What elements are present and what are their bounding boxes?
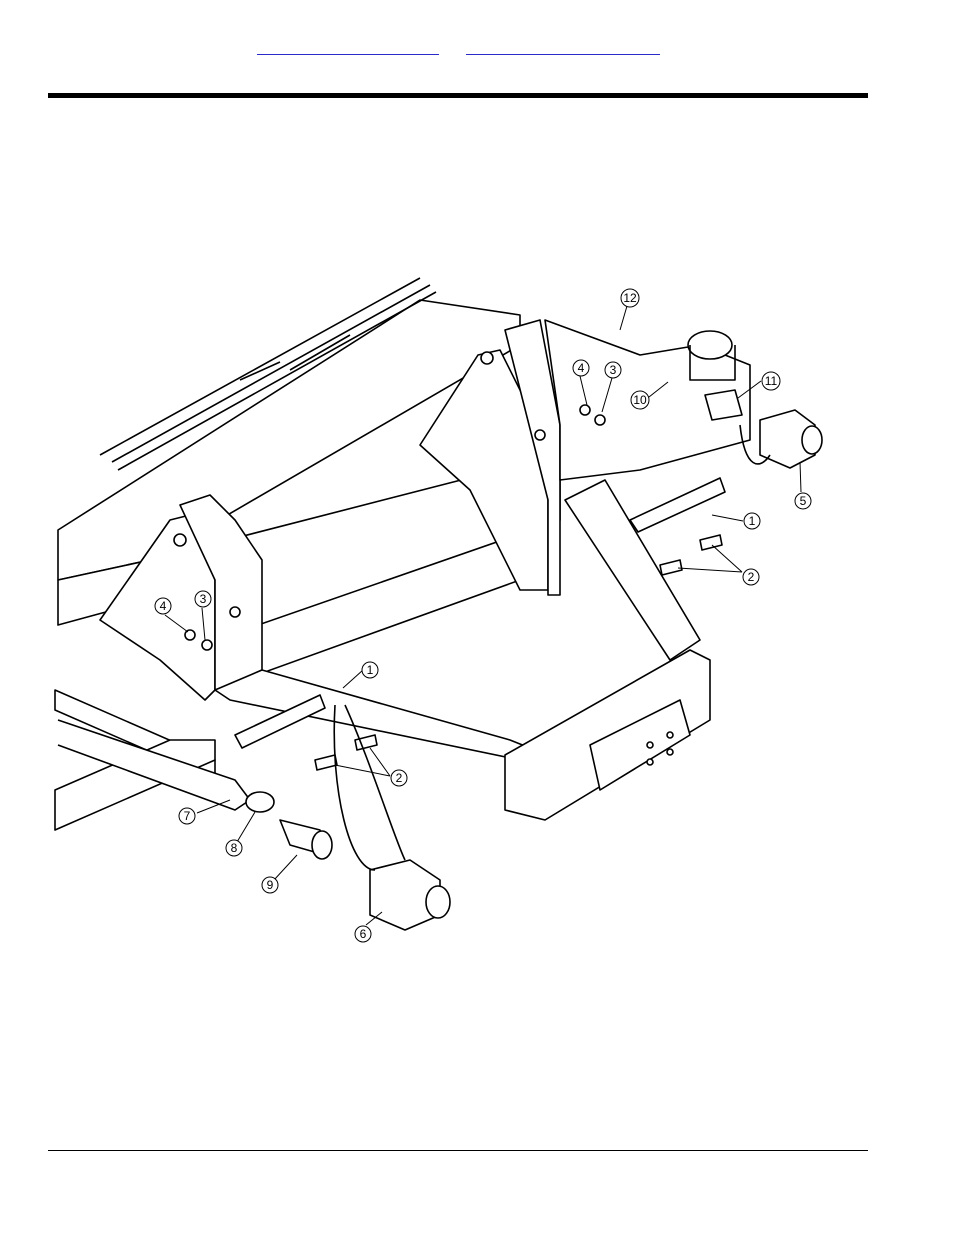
parts-diagram: 12 4 3 10 11 5 1 2 4 3 1 2 7 8 9 6	[48, 260, 838, 960]
callout-1-lower: 1	[367, 663, 374, 677]
tongue-arm-left	[215, 670, 560, 760]
callout-7: 7	[184, 809, 191, 823]
callout-11: 11	[765, 374, 778, 388]
callout-3-upper: 3	[610, 363, 617, 377]
callout-8: 8	[231, 841, 238, 855]
callout-9: 9	[267, 878, 274, 892]
callout-6: 6	[360, 927, 367, 941]
callout-3-lower: 3	[200, 592, 207, 606]
callout-1-upper: 1	[749, 514, 756, 528]
hose-bracket-upper	[630, 478, 725, 532]
header-rule	[48, 93, 868, 98]
callout-10: 10	[633, 393, 647, 407]
callout-4-lower: 4	[160, 599, 167, 613]
callout-5: 5	[800, 494, 807, 508]
callout-2-lower: 2	[396, 771, 403, 785]
callout-2-upper: 2	[748, 570, 755, 584]
footer-rule	[48, 1150, 868, 1151]
header-link-right[interactable]	[466, 40, 660, 55]
callout-4-upper: 4	[578, 361, 585, 375]
callout-12: 12	[623, 291, 637, 305]
header-link-left[interactable]	[257, 40, 439, 55]
hose-clamp	[246, 792, 274, 812]
